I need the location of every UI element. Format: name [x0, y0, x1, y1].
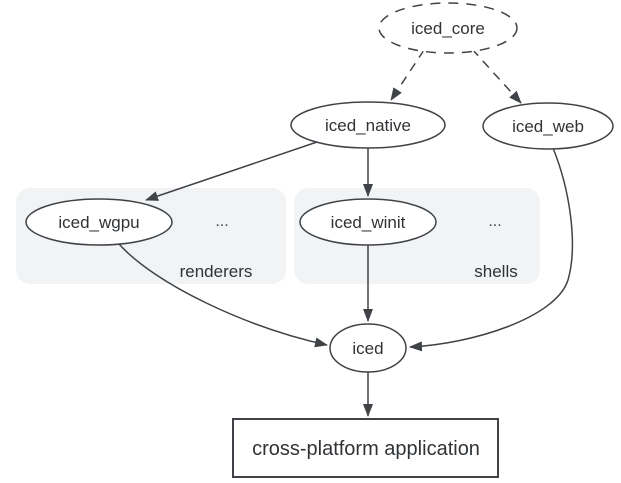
edge-iced_native-to-iced_wgpu [145, 141, 318, 201]
shells-ellipsis: ... [488, 213, 501, 230]
iced_winit-label: iced_winit [331, 213, 406, 232]
node-iced_web: iced_web [482, 102, 614, 150]
iced_native-ellipse [290, 101, 446, 149]
iced-ellipse [329, 323, 407, 373]
edge-iced_core-to-iced_web [471, 48, 522, 104]
iced_wgpu-ellipse [25, 198, 173, 246]
node-iced_core: iced_core [378, 2, 518, 54]
node-app: cross-platform application [232, 418, 499, 478]
iced_winit-ellipse [299, 198, 437, 246]
iced_wgpu-label: iced_wgpu [58, 213, 139, 232]
iced_core-label: iced_core [411, 19, 485, 38]
iced_native-label: iced_native [325, 116, 411, 135]
node-iced_native: iced_native [290, 101, 446, 149]
node-iced_winit: iced_winit [299, 198, 437, 246]
node-iced_wgpu: iced_wgpu [25, 198, 173, 246]
shells-group-label: shells [474, 262, 517, 281]
node-iced: iced [329, 323, 407, 373]
renderers-ellipsis: ... [215, 213, 228, 230]
renderers-group-label: renderers [180, 262, 253, 281]
iced_web-label: iced_web [512, 117, 584, 136]
iced-label: iced [352, 339, 383, 358]
iced_core-ellipse [378, 2, 518, 54]
edge-iced_core-to-iced_native [390, 49, 425, 101]
app-label: cross-platform application [252, 438, 480, 460]
app-rect [232, 418, 499, 478]
iced_web-ellipse [482, 102, 614, 150]
edge-iced_wgpu-to-iced [118, 243, 328, 348]
edge-iced_web-to-iced [409, 147, 574, 352]
